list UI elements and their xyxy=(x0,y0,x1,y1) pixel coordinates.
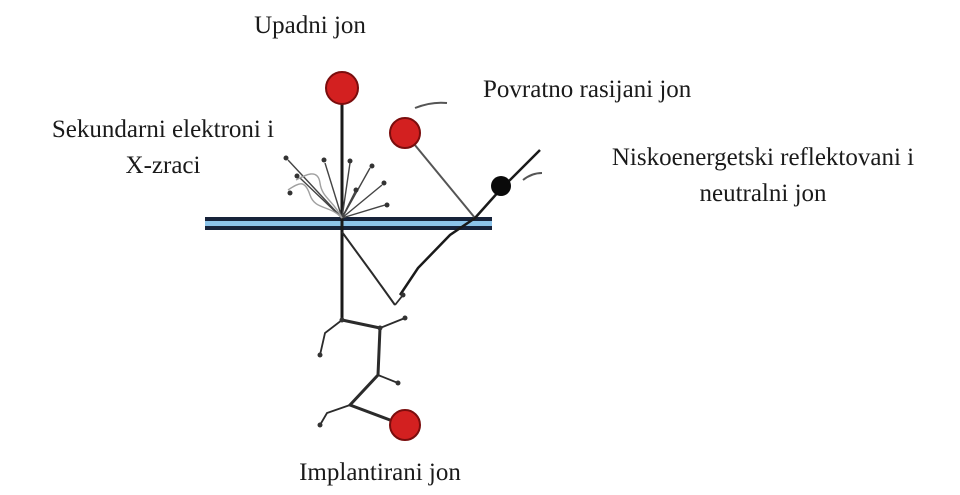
secondary-electrons xyxy=(283,155,390,208)
target-surface xyxy=(205,217,492,230)
cascade-side-branches xyxy=(319,294,406,426)
backscatter-track-line xyxy=(404,132,476,219)
secondary-label-line1: Sekundarni elektroni i xyxy=(51,116,275,143)
backscattered-ion-icon xyxy=(389,117,421,149)
cascade-right-branch xyxy=(341,231,396,306)
secondary-label-line2: X-zraci xyxy=(125,152,201,180)
incident-ion-label: Upadni jon xyxy=(254,12,366,39)
neutral-ion-icon xyxy=(491,176,511,196)
cascade-atoms xyxy=(317,292,408,428)
backscattered-ion-label: Povratno rasijani jon xyxy=(483,76,692,103)
secondary-emission-burst xyxy=(287,159,386,219)
secondary-electrons-label: Sekundarni elektroni i X-zraci xyxy=(0,112,326,185)
implanted-ion-label: Implantirani jon xyxy=(299,459,461,486)
backscatter-arrow xyxy=(414,101,448,109)
lowenergy-label-line2: neutralni jon xyxy=(699,180,827,208)
lowenergy-arrow xyxy=(522,172,543,181)
lowenergy-label-line1: Niskoenergetski reflektovani i xyxy=(611,144,915,171)
implanted-ion-icon xyxy=(389,409,421,441)
lowenergy-ion-label: Niskoenergetski reflektovani i neutralni… xyxy=(566,140,960,213)
incident-ion-icon xyxy=(325,71,359,105)
